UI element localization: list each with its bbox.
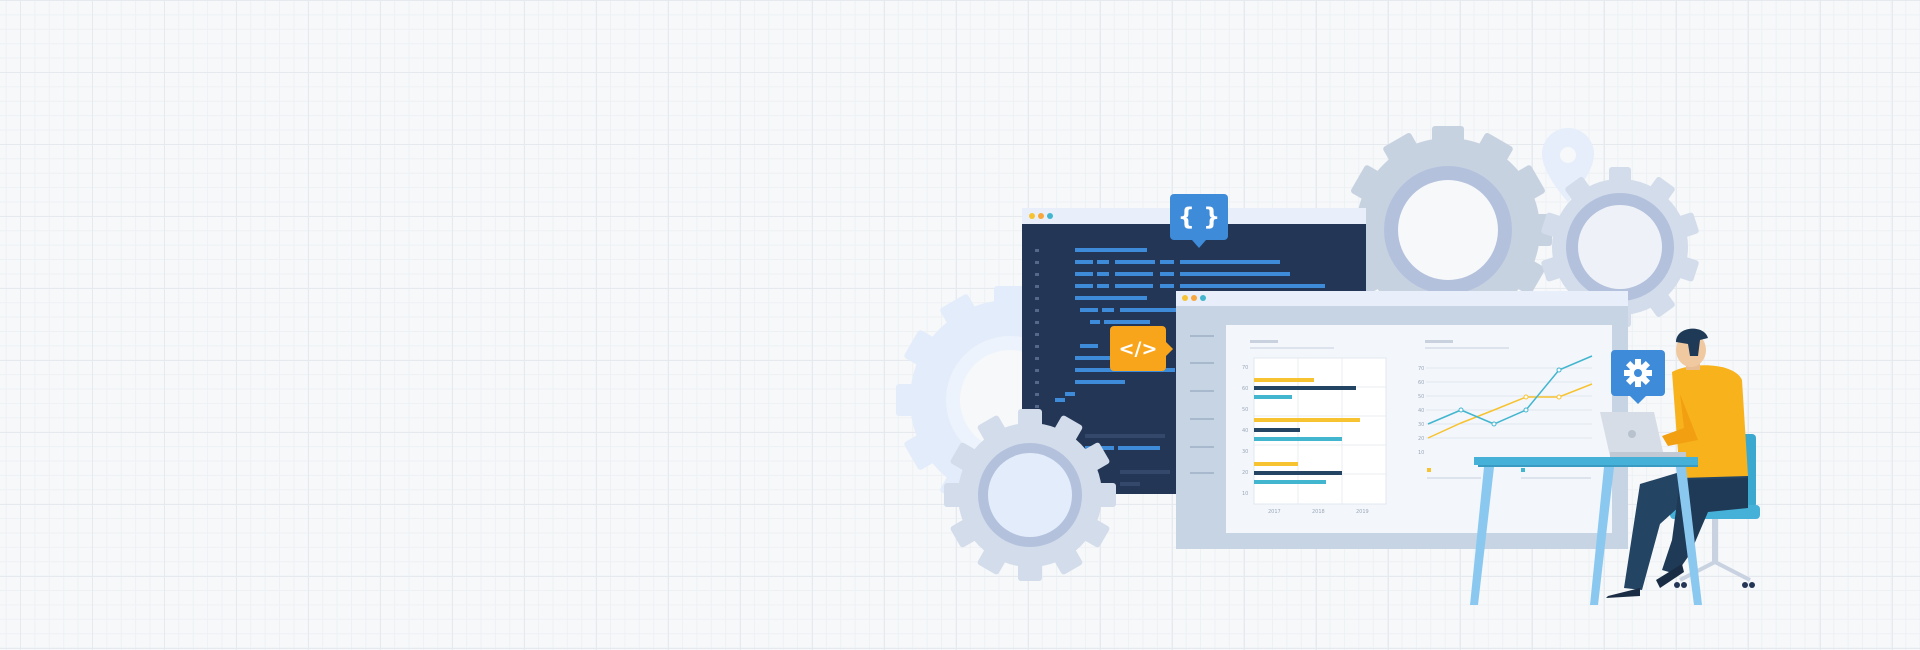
bar-x-label: 2018 [1312,509,1325,515]
large-gear-icon [1344,126,1552,334]
small-gear-icon [1540,167,1700,327]
line-point [1523,394,1529,400]
line-point [1523,407,1529,413]
line-point [1458,407,1464,413]
series-line [1427,355,1593,425]
bar-y-tick: 10 [1242,491,1248,497]
line-point [1556,394,1562,400]
bar-x-label: 2019 [1356,509,1369,515]
bar [1254,378,1314,382]
bar-chart: 70 60 50 40 30 20 10 2017 2018 2019 [1242,357,1387,515]
line-chart: 70 60 50 40 30 20 10 [1418,355,1593,479]
bar-y-tick: 40 [1242,428,1248,434]
braces-icon-label: { } [1178,203,1221,231]
gear-icon [1611,350,1665,404]
bar-x-label: 2017 [1268,509,1281,515]
bar [1254,437,1342,441]
developer-figure [1470,328,1760,605]
line-y-tick: 50 [1418,394,1424,400]
line-y-tick: 60 [1418,380,1424,386]
bar [1254,462,1298,466]
dashboard-window: 70 60 50 40 30 20 10 2017 2018 2019 [1176,291,1628,549]
braces-icon: { } [1170,194,1228,248]
series-line [1427,383,1593,439]
line-point [1491,421,1497,427]
line-y-tick: 30 [1418,422,1424,428]
bar-y-tick: 70 [1242,365,1248,371]
line-point [1556,367,1562,373]
bar-y-tick: 60 [1242,386,1248,392]
line-y-tick: 70 [1418,366,1424,372]
code-tag-icon: </> [1110,326,1173,371]
bar-y-tick: 30 [1242,449,1248,455]
bar-y-tick: 20 [1242,470,1248,476]
bar [1254,471,1342,475]
bar [1254,395,1292,399]
bar [1254,418,1360,422]
line-y-tick: 20 [1418,436,1424,442]
line-y-tick: 40 [1418,408,1424,414]
front-gear-icon [944,409,1116,581]
code-tag-icon-label: </> [1119,338,1158,360]
bar [1254,386,1356,390]
bar [1254,428,1300,432]
line-y-tick: 10 [1418,450,1424,456]
bar [1254,480,1326,484]
bar-y-tick: 50 [1242,407,1248,413]
